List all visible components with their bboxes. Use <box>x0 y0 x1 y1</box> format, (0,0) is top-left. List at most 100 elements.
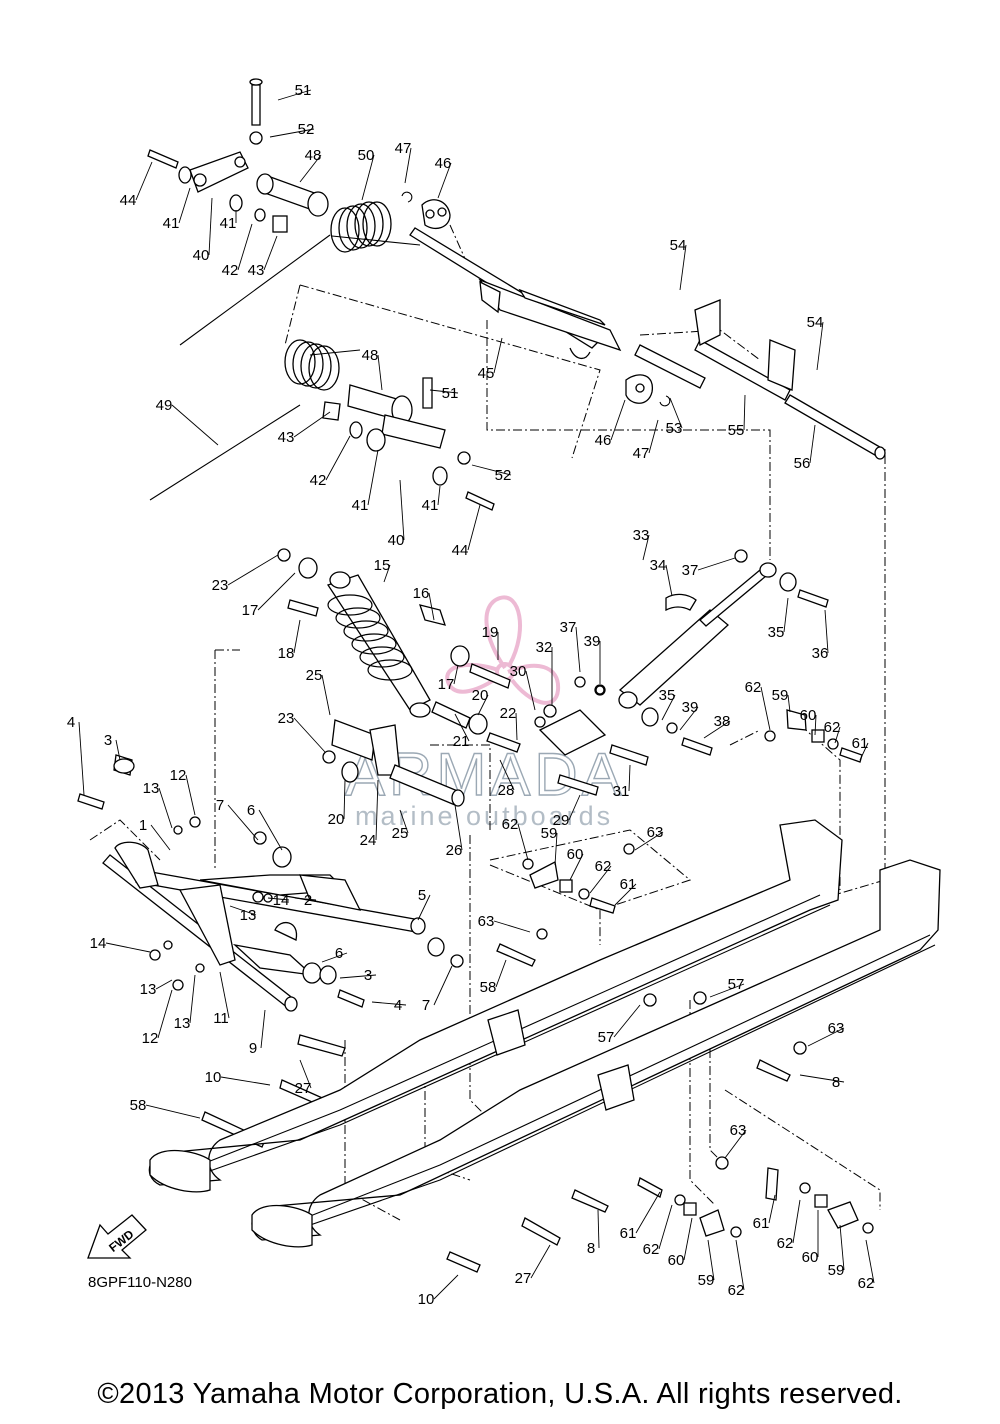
callout-number-44: 44 <box>120 192 137 209</box>
callout-leader-line <box>783 597 789 633</box>
callout-leader-line <box>178 187 191 224</box>
callout-leader-line <box>293 411 331 438</box>
callout-number-16: 16 <box>413 585 430 602</box>
callout-number-37: 37 <box>560 619 577 636</box>
callout-leader-line <box>477 694 489 716</box>
callout-leader-line <box>361 154 375 201</box>
callout-number-52: 52 <box>495 467 512 484</box>
callout-number-12: 12 <box>170 767 187 784</box>
callout-number-42: 42 <box>222 262 239 279</box>
callout-leader-line <box>589 865 612 894</box>
callout-number-62: 62 <box>643 1241 660 1258</box>
callout-leader-line <box>809 424 816 464</box>
callout-number-6: 6 <box>247 802 255 819</box>
rail-bolts <box>446 928 807 1273</box>
callout-number-43: 43 <box>278 429 295 446</box>
callout-number-41: 41 <box>422 497 439 514</box>
callout-leader-line <box>735 1239 745 1291</box>
callout-leader-line <box>433 1274 459 1300</box>
callout-number-15: 15 <box>374 557 391 574</box>
callout-leader-line <box>493 920 531 933</box>
callout-leader-line <box>158 787 173 829</box>
callout-number-10: 10 <box>418 1291 435 1308</box>
callout-number-54: 54 <box>807 314 824 331</box>
callout-number-27: 27 <box>295 1080 312 1097</box>
callout-leader-line <box>189 974 196 1024</box>
callout-number-1: 1 <box>139 817 147 834</box>
callout-number-7: 7 <box>422 997 430 1014</box>
callout-number-60: 60 <box>668 1252 685 1269</box>
callout-leader-line <box>428 592 435 621</box>
callout-number-47: 47 <box>633 445 650 462</box>
callout-number-63: 63 <box>730 1122 747 1139</box>
callout-number-51: 51 <box>442 385 459 402</box>
callout-leader-line <box>679 706 699 731</box>
callout-number-13: 13 <box>174 1015 191 1032</box>
callout-leader-line <box>157 989 173 1039</box>
callout-leader-line <box>824 609 829 654</box>
watermark-tagline: marine outboards <box>355 801 613 831</box>
callout-number-17: 17 <box>438 676 455 693</box>
callout-leader-line <box>437 162 452 199</box>
callout-leader-line <box>839 1224 845 1271</box>
callout-number-12: 12 <box>142 1030 159 1047</box>
callout-leader-line <box>208 197 213 256</box>
callout-number-63: 63 <box>647 824 664 841</box>
callout-number-41: 41 <box>220 215 237 232</box>
callout-number-23: 23 <box>278 710 295 727</box>
callout-number-62: 62 <box>502 816 519 833</box>
callout-leader-line <box>227 554 279 586</box>
callout-leader-line <box>155 979 173 990</box>
callout-number-32: 32 <box>536 639 553 656</box>
callout-number-63: 63 <box>828 1020 845 1037</box>
callout-number-31: 31 <box>613 783 630 800</box>
callout-leader-line <box>227 804 259 841</box>
callout-number-56: 56 <box>794 455 811 472</box>
callout-number-8: 8 <box>587 1240 595 1257</box>
callout-number-20: 20 <box>328 811 345 828</box>
callout-leader-line <box>525 670 536 711</box>
callout-number-44: 44 <box>452 542 469 559</box>
callout-leader-line <box>499 759 515 791</box>
callout-leader-line <box>367 449 379 506</box>
callout-number-33: 33 <box>633 527 650 544</box>
callout-number-48: 48 <box>305 147 322 164</box>
callout-number-62: 62 <box>858 1275 875 1292</box>
callout-number-3: 3 <box>104 732 112 749</box>
callout-leader-line <box>299 1059 312 1089</box>
callout-number-9: 9 <box>249 1040 257 1057</box>
callout-leader-line <box>404 147 412 184</box>
callout-leader-line <box>325 435 351 481</box>
callout-number-34: 34 <box>650 557 667 574</box>
callout-leader-line <box>453 664 459 685</box>
callout-number-20: 20 <box>472 687 489 704</box>
callout-leader-line <box>834 726 841 744</box>
callout-number-62: 62 <box>824 719 841 736</box>
callout-number-59: 59 <box>772 687 789 704</box>
callout-number-48: 48 <box>362 347 379 364</box>
callout-leader-line <box>792 1199 801 1244</box>
callout-leader-line <box>269 128 315 138</box>
callout-number-50: 50 <box>358 147 375 164</box>
callout-number-21: 21 <box>453 733 470 750</box>
center-shock-absorber <box>277 548 446 718</box>
callout-leader-line <box>377 354 383 391</box>
callout-leader-line <box>634 831 664 851</box>
callout-number-26: 26 <box>446 842 463 859</box>
torsion-springs <box>149 201 421 501</box>
callout-number-39: 39 <box>682 699 699 716</box>
callout-leader-line <box>575 626 581 673</box>
callout-leader-line <box>257 572 296 611</box>
callout-number-57: 57 <box>728 976 745 993</box>
callout-number-40: 40 <box>388 532 405 549</box>
callout-number-61: 61 <box>620 1225 637 1242</box>
callout-number-19: 19 <box>482 624 499 641</box>
slide-rail-right <box>251 859 941 1248</box>
callout-leader-line <box>642 534 650 561</box>
callout-leader-line <box>658 1204 673 1250</box>
callout-number-14: 14 <box>90 935 107 952</box>
callout-number-17: 17 <box>242 602 259 619</box>
callout-leader-line <box>339 974 377 979</box>
callout-leader-line <box>260 1009 266 1049</box>
